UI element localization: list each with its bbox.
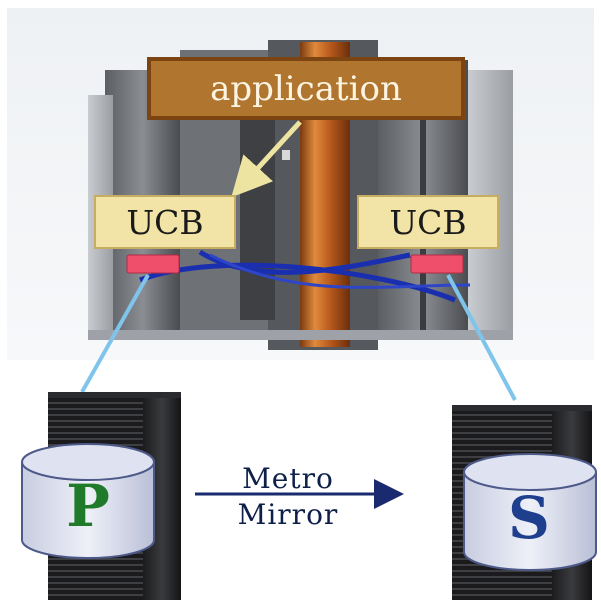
left-connection-line [80, 274, 150, 393]
metro-mirror-line2: Mirror [237, 498, 339, 531]
right-connection-line [446, 274, 517, 401]
secondary-disk-letter: S [508, 484, 550, 552]
secondary-disk-icon [463, 453, 597, 571]
right-channel-port [410, 254, 464, 274]
primary-storage-rack-icon [48, 392, 181, 600]
ucb-right-label: UCB [389, 202, 467, 242]
application-label: application [210, 68, 402, 109]
metro-mirror-line1: Metro [242, 462, 334, 495]
primary-disk-icon [21, 443, 155, 559]
application-to-ucb-arrow [231, 120, 302, 198]
ucb-left-box: UCB [94, 195, 236, 249]
ucb-right-box: UCB [357, 195, 499, 249]
primary-disk-letter: P [66, 472, 110, 540]
application-box: application [147, 57, 465, 120]
ucb-left-label: UCB [126, 202, 204, 242]
left-channel-port [126, 254, 180, 274]
metro-mirror-label: Metro Mirror [208, 452, 368, 542]
